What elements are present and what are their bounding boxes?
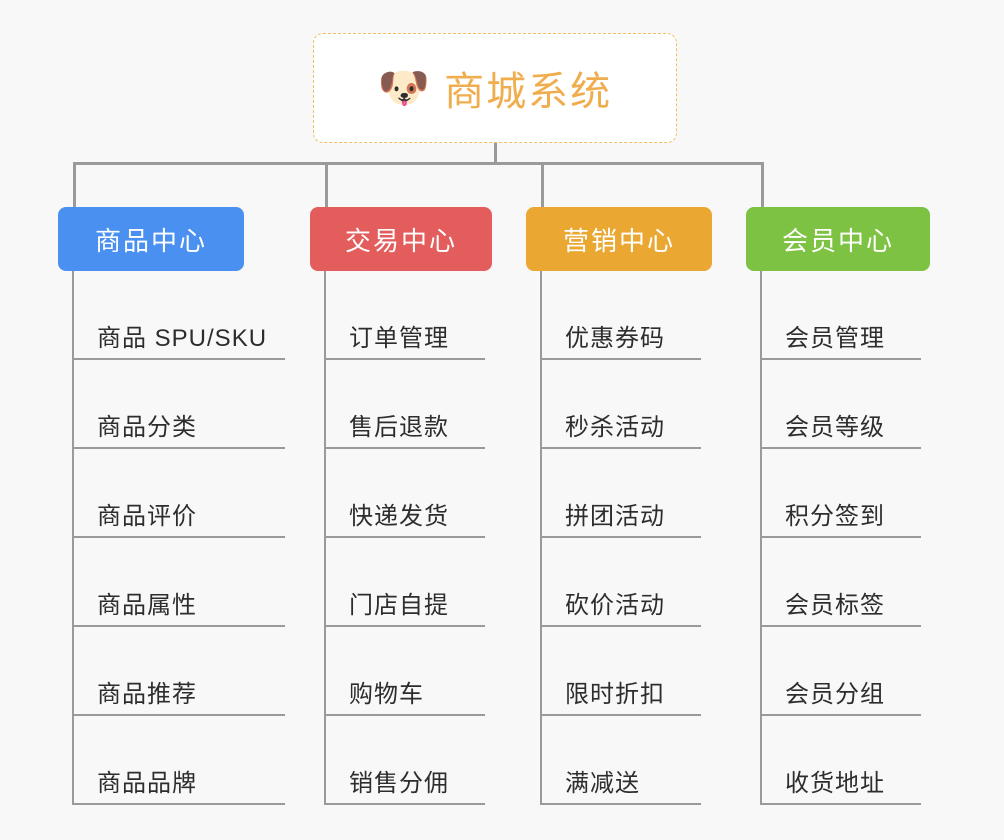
- leaf-item-label: 会员等级: [785, 413, 885, 441]
- leaf-item-label: 会员标签: [785, 591, 885, 619]
- leaf-item-label: 售后退款: [349, 413, 449, 441]
- leaf-item[interactable]: 积分签到: [761, 449, 921, 538]
- leaf-item[interactable]: 优惠券码: [541, 271, 701, 360]
- leaf-item[interactable]: 会员分组: [761, 627, 921, 716]
- leaf-item[interactable]: 商品推荐: [73, 627, 285, 716]
- leaf-list: 优惠券码秒杀活动拼团活动砍价活动限时折扣满减送: [526, 271, 712, 805]
- leaf-item-label: 商品品牌: [97, 769, 197, 797]
- branch-spine: [324, 271, 326, 805]
- branch-spine: [72, 271, 74, 805]
- branch-spine: [760, 271, 762, 805]
- leaf-item[interactable]: 会员等级: [761, 360, 921, 449]
- leaf-item[interactable]: 会员标签: [761, 538, 921, 627]
- branch-header-2[interactable]: 交易中心: [310, 207, 492, 271]
- leaf-item-label: 会员分组: [785, 680, 885, 708]
- leaf-item-label: 订单管理: [349, 324, 449, 352]
- leaf-item-label: 门店自提: [349, 591, 449, 619]
- leaf-item[interactable]: 商品评价: [73, 449, 285, 538]
- connector-root-stem: [494, 143, 497, 165]
- branch-header-label: 营销中心: [562, 225, 675, 256]
- leaf-item[interactable]: 会员管理: [761, 271, 921, 360]
- leaf-item-label: 满减送: [565, 769, 640, 797]
- branch-spine: [540, 271, 542, 805]
- leaf-item-label: 商品推荐: [97, 680, 197, 708]
- branch-header-label: 会员中心: [781, 225, 894, 256]
- leaf-item[interactable]: 秒杀活动: [541, 360, 701, 449]
- branch-header-1[interactable]: 商品中心: [58, 207, 244, 271]
- leaf-item-label: 商品属性: [97, 591, 197, 619]
- leaf-item[interactable]: 限时折扣: [541, 627, 701, 716]
- leaf-item[interactable]: 销售分佣: [325, 716, 485, 805]
- leaf-item-label: 商品评价: [97, 502, 197, 530]
- leaf-list: 会员管理会员等级积分签到会员标签会员分组收货地址: [746, 271, 930, 805]
- leaf-item-label: 拼团活动: [565, 502, 665, 530]
- branch-header-label: 商品中心: [94, 225, 207, 256]
- connector-branch-drop-3: [541, 162, 544, 207]
- leaf-item-label: 购物车: [349, 680, 424, 708]
- leaf-list: 商品 SPU/SKU 商品分类商品评价商品属性商品推荐商品品牌: [58, 271, 285, 805]
- branch-column: 营销中心优惠券码秒杀活动拼团活动砍价活动限时折扣满减送: [526, 207, 712, 805]
- connector-branch-drop-2: [325, 162, 328, 207]
- leaf-item[interactable]: 商品属性: [73, 538, 285, 627]
- leaf-item[interactable]: 商品 SPU/SKU: [73, 271, 285, 360]
- leaf-item[interactable]: 订单管理: [325, 271, 485, 360]
- leaf-item[interactable]: 收货地址: [761, 716, 921, 805]
- leaf-item-label: 优惠券码: [565, 324, 665, 352]
- leaf-item-label: 限时折扣: [565, 680, 665, 708]
- leaf-item-label: 砍价活动: [565, 591, 665, 619]
- leaf-item-label: 商品 SPU/SKU: [97, 324, 268, 352]
- leaf-item[interactable]: 商品品牌: [73, 716, 285, 805]
- root-node[interactable]: 🐶 商城系统: [313, 33, 677, 143]
- branch-column: 商品中心商品 SPU/SKU 商品分类商品评价商品属性商品推荐商品品牌: [58, 207, 285, 805]
- branch-column: 交易中心订单管理售后退款快递发货门店自提购物车销售分佣: [310, 207, 492, 805]
- leaf-item[interactable]: 门店自提: [325, 538, 485, 627]
- leaf-item[interactable]: 快递发货: [325, 449, 485, 538]
- leaf-list: 订单管理售后退款快递发货门店自提购物车销售分佣: [310, 271, 492, 805]
- branch-column: 会员中心会员管理会员等级积分签到会员标签会员分组收货地址: [746, 207, 930, 805]
- leaf-item[interactable]: 砍价活动: [541, 538, 701, 627]
- branch-header-4[interactable]: 会员中心: [746, 207, 930, 271]
- root-title: 商城系统: [444, 70, 613, 114]
- leaf-item[interactable]: 售后退款: [325, 360, 485, 449]
- connector-horizontal-bus: [73, 162, 764, 165]
- leaf-item[interactable]: 购物车: [325, 627, 485, 716]
- branch-header-3[interactable]: 营销中心: [526, 207, 712, 271]
- leaf-item-label: 会员管理: [785, 324, 885, 352]
- branch-header-label: 交易中心: [344, 225, 457, 256]
- leaf-item-label: 快递发货: [349, 502, 449, 530]
- leaf-item-label: 收货地址: [785, 769, 885, 797]
- leaf-item-label: 积分签到: [785, 502, 885, 530]
- leaf-item-label: 销售分佣: [349, 769, 449, 797]
- leaf-item[interactable]: 拼团活动: [541, 449, 701, 538]
- leaf-item-label: 秒杀活动: [565, 413, 665, 441]
- connector-branch-drop-1: [73, 162, 76, 207]
- connector-branch-drop-4: [761, 162, 764, 207]
- leaf-item[interactable]: 满减送: [541, 716, 701, 805]
- leaf-item-label: 商品分类: [97, 413, 197, 441]
- dog-face-icon: 🐶: [377, 64, 431, 111]
- leaf-item[interactable]: 商品分类: [73, 360, 285, 449]
